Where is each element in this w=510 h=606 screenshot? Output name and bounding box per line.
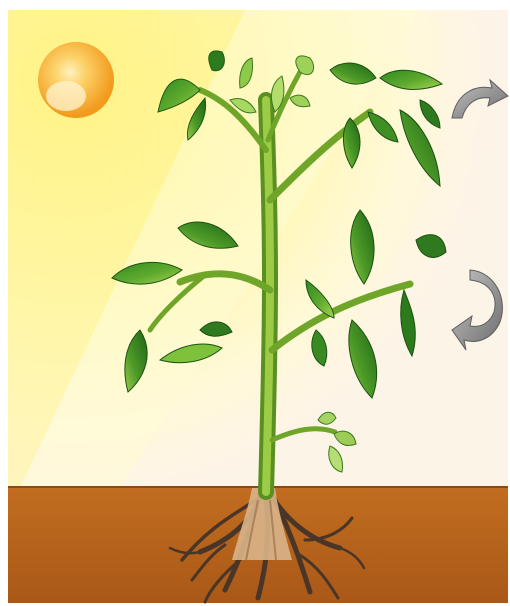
sun-icon [38,42,114,118]
